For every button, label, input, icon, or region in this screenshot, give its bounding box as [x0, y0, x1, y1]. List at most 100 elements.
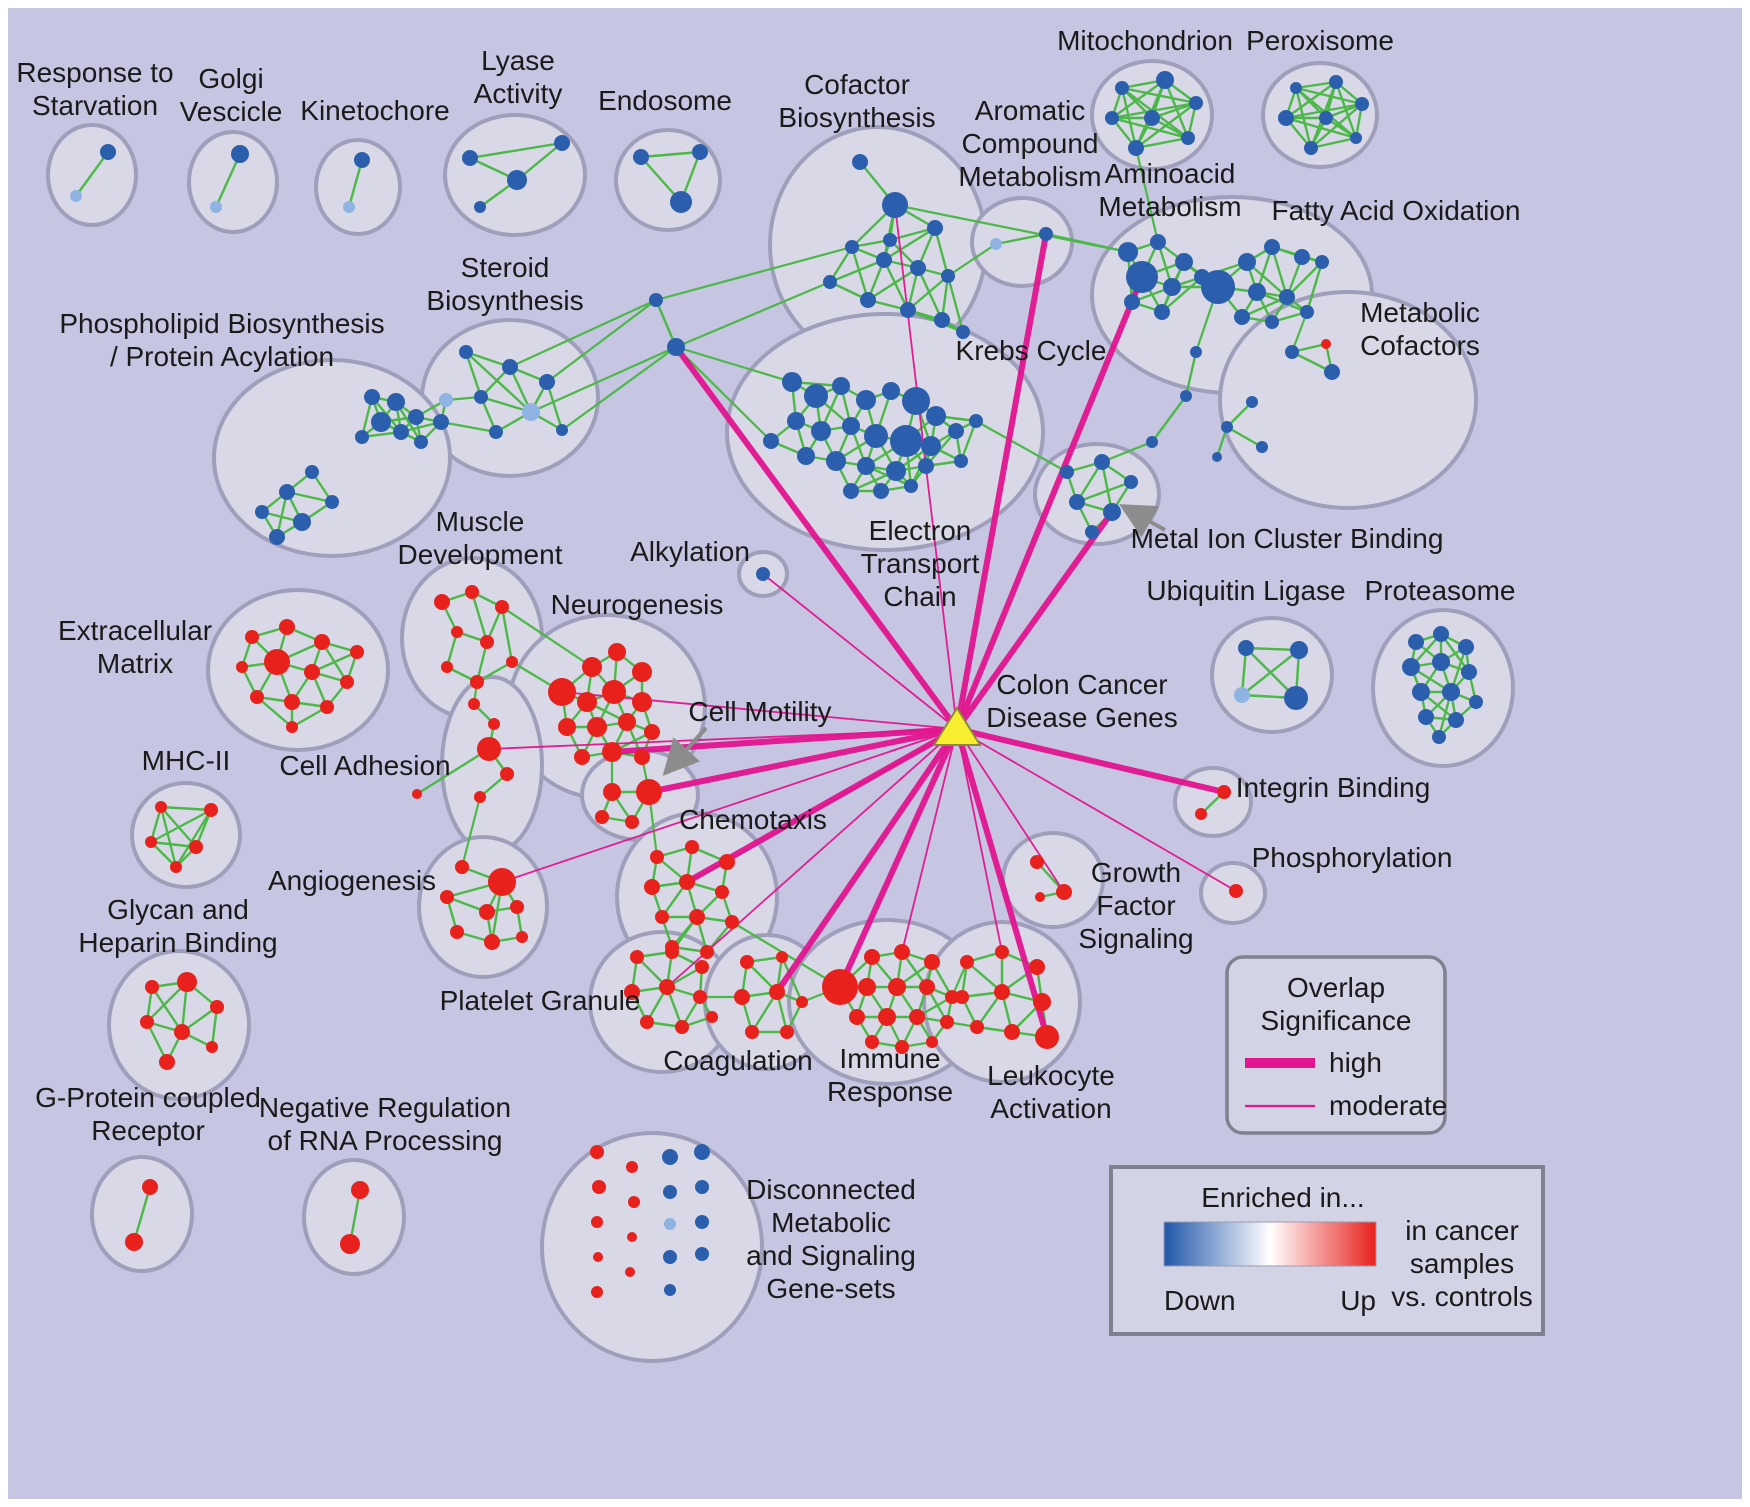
- legend-up-label: Up: [1340, 1285, 1376, 1316]
- label-fatty-acid-oxidation: Fatty Acid Oxidation: [1271, 195, 1520, 226]
- gene-set-node: [675, 1020, 689, 1034]
- overlap-edge-moderate: [956, 728, 1237, 892]
- gene-set-node: [823, 275, 837, 289]
- gene-set-node: [780, 1025, 794, 1039]
- gene-set-link: [440, 420, 497, 434]
- gene-set-node: [159, 1054, 175, 1070]
- cluster-metabolic-cofactors-nodes: [1146, 339, 1340, 462]
- label-mitochondrion: Mitochondrion: [1057, 25, 1233, 56]
- gene-set-edge: [1241, 649, 1300, 696]
- cluster-krebs-electron-transport-nodes: [763, 372, 983, 499]
- gene-set-node: [593, 1252, 603, 1262]
- gene-set-node: [927, 220, 943, 236]
- gene-set-node: [902, 387, 930, 415]
- gene-set-node: [350, 645, 364, 659]
- gene-set-node: [882, 192, 908, 218]
- gene-set-node: [843, 483, 859, 499]
- gene-set-node: [926, 406, 946, 426]
- gene-set-node: [636, 779, 662, 805]
- gene-set-node: [204, 803, 218, 817]
- gene-set-edge: [150, 808, 212, 844]
- gene-set-node: [1234, 687, 1250, 703]
- label-neurogenesis: Neurogenesis: [551, 589, 724, 620]
- cluster-cell-adhesion-bubble: [440, 675, 544, 855]
- gene-set-node: [305, 465, 319, 479]
- gene-set-node: [1154, 304, 1170, 320]
- gene-set-node: [1238, 253, 1256, 271]
- gene-set-node: [625, 815, 639, 829]
- gene-set-edge: [1076, 480, 1132, 504]
- gene-set-edge: [1226, 425, 1263, 449]
- gene-set-edge: [256, 696, 293, 728]
- gene-set-node: [1105, 111, 1119, 125]
- gene-set-node: [177, 972, 197, 992]
- gene-set-node: [873, 483, 889, 499]
- gene-set-node: [900, 302, 916, 318]
- gene-set-edge: [1151, 395, 1187, 443]
- gene-set-node: [865, 1035, 879, 1049]
- gene-set-node: [1238, 640, 1254, 656]
- label-alkylation: Alkylation: [630, 536, 750, 567]
- cluster-integrin-binding-nodes: [1195, 785, 1231, 820]
- gene-set-node: [1442, 683, 1460, 701]
- gene-set-node: [745, 1025, 759, 1039]
- gene-set-node: [174, 1024, 190, 1040]
- gene-set-node: [695, 1247, 709, 1261]
- gene-set-node: [462, 150, 478, 166]
- cluster-golgi-vescicle-bubble: [187, 130, 279, 234]
- gene-set-node: [125, 1233, 143, 1251]
- gene-set-node: [412, 789, 422, 799]
- gene-set-node: [354, 152, 370, 168]
- gene-set-node: [250, 690, 264, 704]
- legend-overlap-box: [1225, 955, 1447, 1135]
- gene-set-node: [954, 454, 968, 468]
- gene-set-node: [1189, 96, 1203, 110]
- gene-set-node: [441, 661, 453, 673]
- gene-set-edge: [1111, 79, 1166, 119]
- gene-set-edge: [160, 805, 212, 812]
- gene-set-node: [556, 424, 568, 436]
- gene-set-node: [507, 170, 527, 190]
- gene-set-node: [325, 495, 339, 509]
- legend-label-moderate: moderate: [1329, 1090, 1447, 1121]
- gene-set-node: [740, 955, 754, 969]
- gene-set-node: [548, 678, 576, 706]
- gene-set-node: [756, 567, 770, 581]
- cluster-kinetochore-nodes: [343, 152, 370, 213]
- gene-set-link: [460, 796, 482, 868]
- gene-set-node: [667, 338, 685, 356]
- overlap-edge-high: [954, 233, 1049, 730]
- cluster-neurogenesis-nodes: [548, 643, 660, 765]
- legend-label-high: high: [1329, 1047, 1382, 1078]
- gene-set-node: [582, 657, 602, 677]
- cluster-cofactor-biosynthesis-nodes: [823, 154, 970, 339]
- label-angiogenesis: Angiogenesis: [268, 865, 436, 896]
- gene-set-node: [904, 479, 918, 493]
- gene-set-node: [1124, 294, 1140, 310]
- gene-set-node: [433, 414, 449, 430]
- gene-set-edge: [946, 275, 965, 333]
- gene-set-node: [1094, 454, 1110, 470]
- gene-set-node: [909, 1009, 925, 1025]
- gene-set-node: [1402, 658, 1420, 676]
- gene-set-node: [1469, 695, 1483, 709]
- cluster-growth-factor-signaling-nodes: [1030, 855, 1072, 902]
- gene-set-node: [921, 436, 941, 456]
- gene-set-node: [625, 1267, 635, 1277]
- overlap-edge-moderate: [726, 728, 958, 863]
- gene-set-node: [945, 990, 959, 1004]
- overlap-edge-moderate: [956, 728, 1003, 953]
- cluster-endosome-bubble: [614, 128, 722, 232]
- label-cell-motility: Cell Motility: [688, 696, 831, 727]
- gene-set-edge: [1295, 86, 1363, 106]
- gene-set-node: [695, 960, 709, 974]
- gene-set-node: [1201, 270, 1235, 304]
- label-krebs-cycle: Krebs Cycle: [956, 335, 1107, 366]
- gene-set-node: [990, 238, 1002, 250]
- gene-set-node: [940, 1015, 954, 1029]
- gene-set-node: [1085, 525, 1099, 539]
